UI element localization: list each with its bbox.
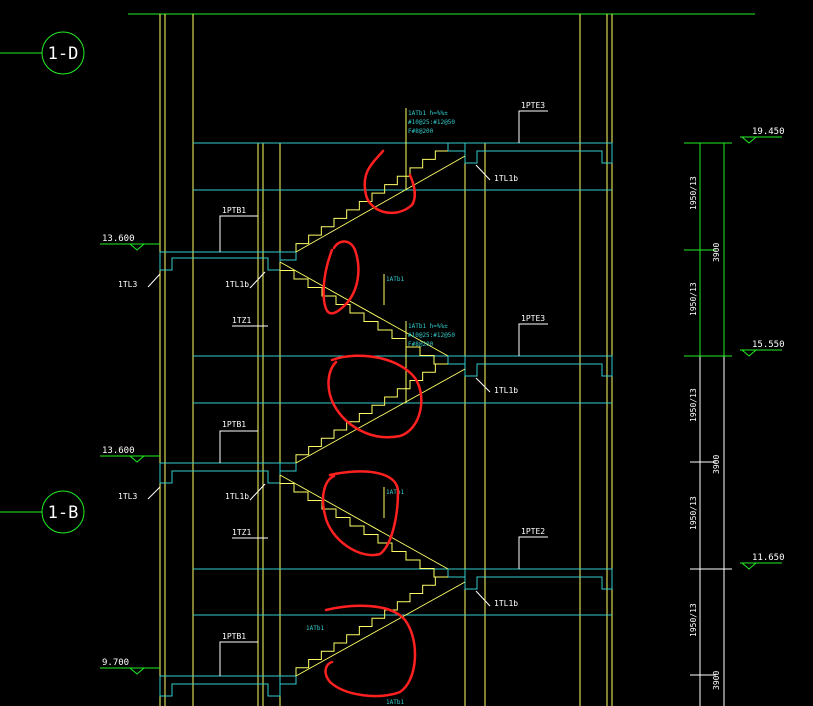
label-1tl3-b: 1TL3 [118, 492, 137, 501]
label-1pte3-b: 1PTE3 [521, 314, 545, 323]
svg-text:#10@25:#12@50: #10@25:#12@50 [408, 119, 455, 126]
svg-text:F#8@200: F#8@200 [408, 128, 434, 135]
label-1tl3-a: 1TL3 [118, 280, 137, 289]
axis-bubble-1d: 1-D [0, 31, 85, 75]
landing-slabs-left [159, 251, 297, 697]
elevation-marker-right-3: 11.650 [740, 553, 785, 570]
elevation-marker-left-3: 9.700 [100, 658, 160, 675]
wall-lines [159, 14, 613, 706]
svg-text:3900: 3900 [712, 243, 721, 262]
axis-label-1b: 1-B [48, 503, 79, 523]
svg-text:1ATb1: 1ATb1 [386, 276, 404, 283]
axis-bubble-1b: 1-B [0, 490, 85, 534]
svg-text:F#8@200: F#8@200 [408, 341, 434, 348]
svg-text:1ATb1: 1ATb1 [306, 625, 324, 632]
red-markup-annotations [321, 149, 423, 698]
label-1tz1-a: 1TZ1 [232, 316, 251, 325]
landing-slabs-right [447, 142, 613, 590]
axis-label-1d: 1-D [48, 44, 79, 64]
label-1tl1b-b: 1TL1b [225, 492, 249, 501]
elevation-marker-left-2: 13.600 [100, 446, 160, 463]
label-1tl1b-r3: 1TL1b [494, 599, 518, 608]
stair-flights [279, 150, 466, 677]
label-1pte2: 1PTE2 [521, 527, 545, 536]
svg-text:1ATb1 h=%%±: 1ATb1 h=%%± [408, 110, 448, 117]
svg-text:1950/13: 1950/13 [689, 388, 698, 422]
svg-text:1950/13: 1950/13 [689, 603, 698, 637]
label-1pte3-a: 1PTE3 [521, 101, 545, 110]
svg-text:1ATb1: 1ATb1 [386, 699, 404, 706]
svg-text:3900: 3900 [712, 455, 721, 474]
label-1ptb1-c: 1PTB1 [222, 632, 246, 641]
dimension-chain [684, 142, 732, 706]
svg-text:11.650: 11.650 [752, 553, 785, 563]
svg-text:13.600: 13.600 [102, 234, 135, 244]
label-1tz1-b: 1TZ1 [232, 528, 251, 537]
floor-lines [193, 142, 612, 616]
label-1ptb1-b: 1PTB1 [222, 420, 246, 429]
label-1tl1b-a: 1TL1b [225, 280, 249, 289]
stair-annotations: 1ATb1 h=%%± #10@25:#12@50 F#8@200 1ATb1 … [306, 108, 455, 706]
label-1tl1b-r1: 1TL1b [494, 174, 518, 183]
svg-text:13.600: 13.600 [102, 446, 135, 456]
svg-text:1950/13: 1950/13 [689, 496, 698, 530]
leader-lines [147, 110, 548, 676]
elevation-marker-right-2: 15.550 [740, 340, 785, 357]
label-texts: 1PTB1 1PTB1 1PTB1 1TL3 1TL3 1TL1b 1TL1b … [118, 101, 545, 641]
svg-text:15.550: 15.550 [752, 340, 785, 350]
dimension-texts: 1950/13 1950/13 3900 1950/13 3900 1950/1… [689, 176, 721, 690]
svg-text:9.700: 9.700 [102, 658, 129, 668]
svg-text:3900: 3900 [712, 671, 721, 690]
elevation-marker-right-1: 19.450 [740, 127, 785, 144]
label-1ptb1-a: 1PTB1 [222, 206, 246, 215]
svg-text:1950/13: 1950/13 [689, 282, 698, 316]
svg-text:19.450: 19.450 [752, 127, 785, 137]
svg-text:#10@25:#12@50: #10@25:#12@50 [408, 332, 455, 339]
svg-text:1950/13: 1950/13 [689, 176, 698, 210]
svg-text:1ATb1: 1ATb1 [386, 489, 404, 496]
elevation-marker-left-1: 13.600 [100, 234, 160, 251]
label-1tl1b-r2: 1TL1b [494, 386, 518, 395]
svg-text:1ATb1 h=%%±: 1ATb1 h=%%± [408, 323, 448, 330]
